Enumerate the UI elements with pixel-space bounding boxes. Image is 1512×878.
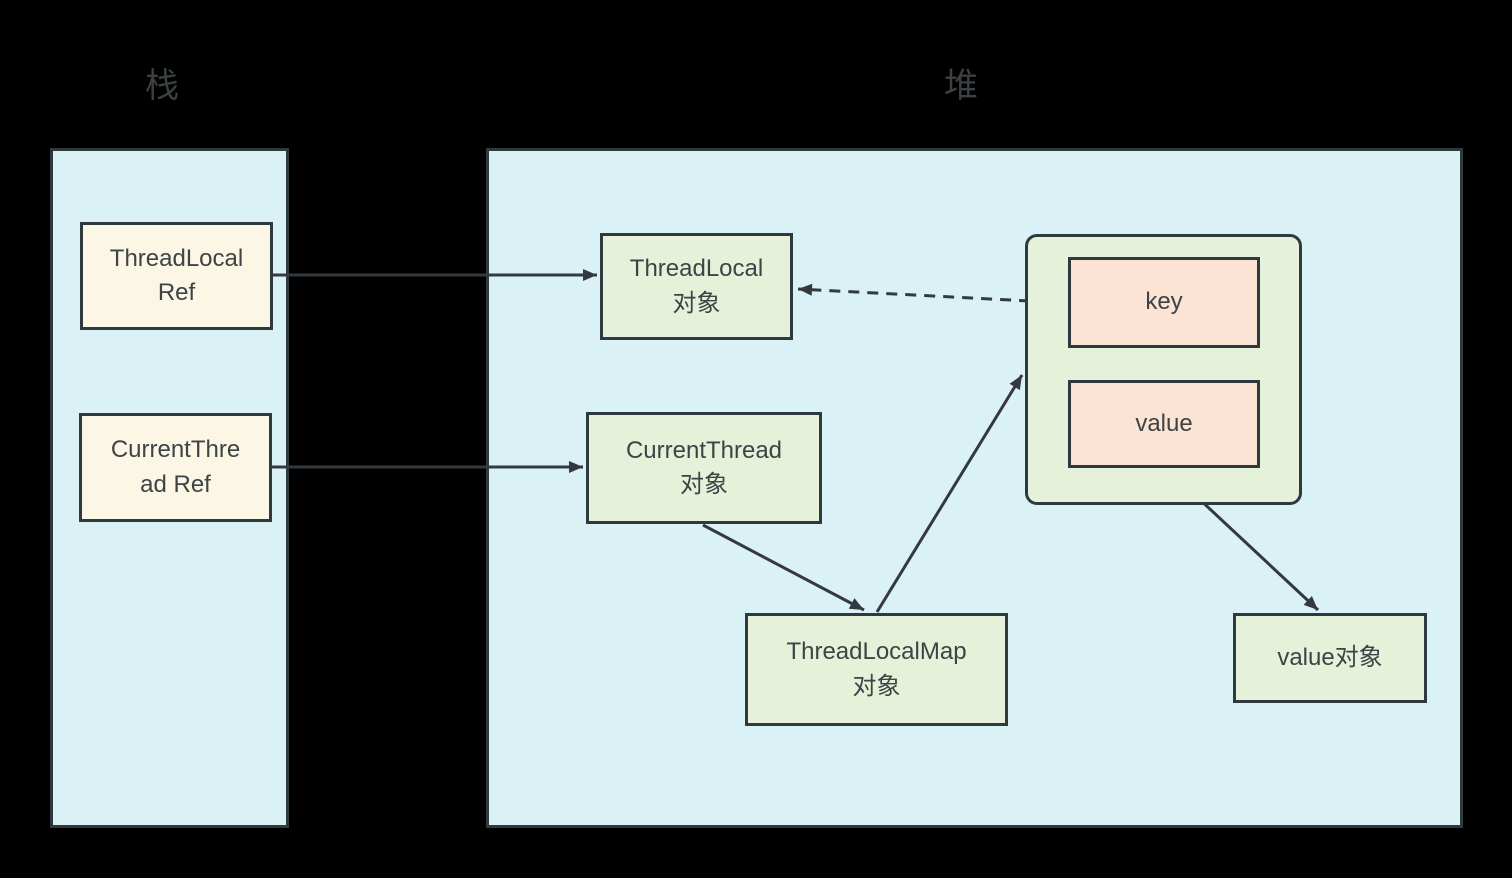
value-object-label: value对象 (1277, 643, 1383, 671)
threadlocal-object-node: ThreadLocal 对象 (600, 233, 793, 340)
stack-title: 栈 (145, 67, 179, 105)
threadlocal-ref-node: ThreadLocal Ref (80, 222, 273, 330)
currentthread-object-node: CurrentThread 对象 (586, 412, 822, 524)
entry-key-node: key (1068, 257, 1260, 348)
entry-container: key value (1025, 234, 1302, 505)
entry-value-node: value (1068, 380, 1260, 468)
value-object-node: value对象 (1233, 613, 1427, 703)
entry-key-label: key (1145, 288, 1183, 316)
threadlocal-ref-label: ThreadLocal Ref (109, 244, 244, 306)
heap-title: 堆 (944, 67, 978, 105)
entry-value-label: value (1135, 409, 1193, 437)
currentthread-ref-node: CurrentThre ad Ref (79, 413, 272, 522)
currentthread-ref-label: CurrentThre ad Ref (110, 436, 241, 498)
currentthread-object-label: CurrentThread 对象 (625, 436, 783, 498)
threadlocal-object-label: ThreadLocal 对象 (629, 255, 764, 317)
threadlocalmap-object-label: ThreadLocalMap 对象 (786, 638, 967, 700)
threadlocalmap-object-node: ThreadLocalMap 对象 (745, 613, 1008, 726)
